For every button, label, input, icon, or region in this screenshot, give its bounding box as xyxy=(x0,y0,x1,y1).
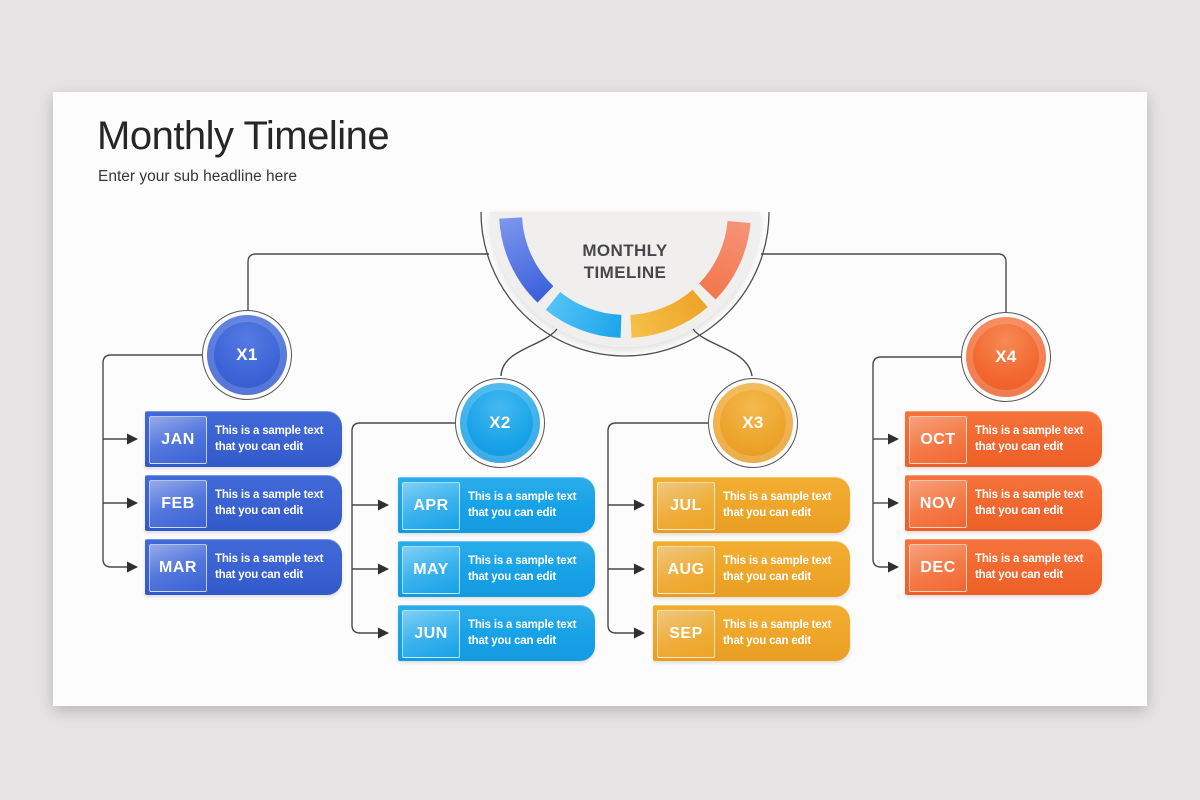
month-tag: FEB xyxy=(149,480,207,528)
diagram-graphics xyxy=(102,211,1007,639)
month-text: This is a sample text that you can edit xyxy=(215,425,324,453)
month-tag: AUG xyxy=(657,546,715,594)
month-tag: JUL xyxy=(657,482,715,530)
month-text: This is a sample text that you can edit xyxy=(215,553,324,581)
month-label: JUN xyxy=(414,625,448,642)
month-label: MAY xyxy=(413,561,449,578)
month-text: This is a sample text that you can edit xyxy=(723,491,832,519)
month-label: MAR xyxy=(159,559,197,576)
month-box-dec: DEC This is a sample text that you can e… xyxy=(905,539,1102,595)
month-box-oct: OCT This is a sample text that you can e… xyxy=(905,411,1102,467)
node-label: X4 xyxy=(995,347,1017,366)
node-x4: X4 xyxy=(961,312,1051,402)
month-box-apr: APR This is a sample text that you can e… xyxy=(398,477,595,533)
month-box-feb: FEB This is a sample text that you can e… xyxy=(145,475,342,531)
month-text: This is a sample text that you can edit xyxy=(975,489,1084,517)
month-text: This is a sample text that you can edit xyxy=(975,425,1084,453)
node-x3: X3 xyxy=(708,378,798,468)
month-box-aug: AUG This is a sample text that you can e… xyxy=(653,541,850,597)
slide-canvas: Monthly Timeline Enter your sub headline… xyxy=(53,92,1147,706)
arc-segment-cyan xyxy=(545,292,622,338)
month-tag: DEC xyxy=(909,544,967,592)
semicircle-outline-arc xyxy=(480,211,770,357)
arrow-heads xyxy=(127,433,899,639)
month-label: AUG xyxy=(667,561,705,578)
node-label: X2 xyxy=(489,413,511,432)
node-x1-circle: X1 xyxy=(207,315,287,395)
month-label: APR xyxy=(413,497,449,514)
page-title: Monthly Timeline xyxy=(97,114,390,158)
month-label: DEC xyxy=(920,559,956,576)
month-label: NOV xyxy=(919,495,957,512)
month-text: This is a sample text that you can edit xyxy=(468,491,577,519)
month-text: This is a sample text that you can edit xyxy=(975,553,1084,581)
node-x2-circle: X2 xyxy=(460,383,540,463)
month-box-sep: SEP This is a sample text that you can e… xyxy=(653,605,850,661)
month-text: This is a sample text that you can edit xyxy=(723,619,832,647)
month-box-jun: JUN This is a sample text that you can e… xyxy=(398,605,595,661)
connector-lines xyxy=(102,253,1007,634)
month-text: This is a sample text that you can edit xyxy=(215,489,324,517)
node-label: X1 xyxy=(236,345,258,364)
month-tag: JUN xyxy=(402,610,460,658)
arc-segment-blue xyxy=(499,217,554,303)
month-label: FEB xyxy=(161,495,195,512)
month-label: JUL xyxy=(670,497,702,514)
month-box-may: MAY This is a sample text that you can e… xyxy=(398,541,595,597)
node-x2: X2 xyxy=(455,378,545,468)
month-tag: NOV xyxy=(909,480,967,528)
month-tag: SEP xyxy=(657,610,715,658)
month-label: OCT xyxy=(920,431,956,448)
month-tag: APR xyxy=(402,482,460,530)
month-label: JAN xyxy=(161,431,195,448)
month-box-jan: JAN This is a sample text that you can e… xyxy=(145,411,342,467)
month-tag: MAY xyxy=(402,546,460,594)
page-subtitle: Enter your sub headline here xyxy=(98,168,298,185)
month-tag: MAR xyxy=(149,544,207,592)
month-text: This is a sample text that you can edit xyxy=(468,619,577,647)
center-title: MONTHLY TIMELINE xyxy=(582,241,668,282)
node-label: X3 xyxy=(742,413,764,432)
node-x1: X1 xyxy=(202,310,292,400)
arc-segment-amber xyxy=(630,289,708,338)
node-x3-circle: X3 xyxy=(713,383,793,463)
month-text: This is a sample text that you can edit xyxy=(723,555,832,583)
node-x4-circle: X4 xyxy=(966,317,1046,397)
month-text: This is a sample text that you can edit xyxy=(468,555,577,583)
month-box-mar: MAR This is a sample text that you can e… xyxy=(145,539,342,595)
month-label: SEP xyxy=(669,625,703,642)
month-box-nov: NOV This is a sample text that you can e… xyxy=(905,475,1102,531)
arc-segment-orange xyxy=(699,221,751,300)
month-tag: OCT xyxy=(909,416,967,464)
month-box-jul: JUL This is a sample text that you can e… xyxy=(653,477,850,533)
month-tag: JAN xyxy=(149,416,207,464)
